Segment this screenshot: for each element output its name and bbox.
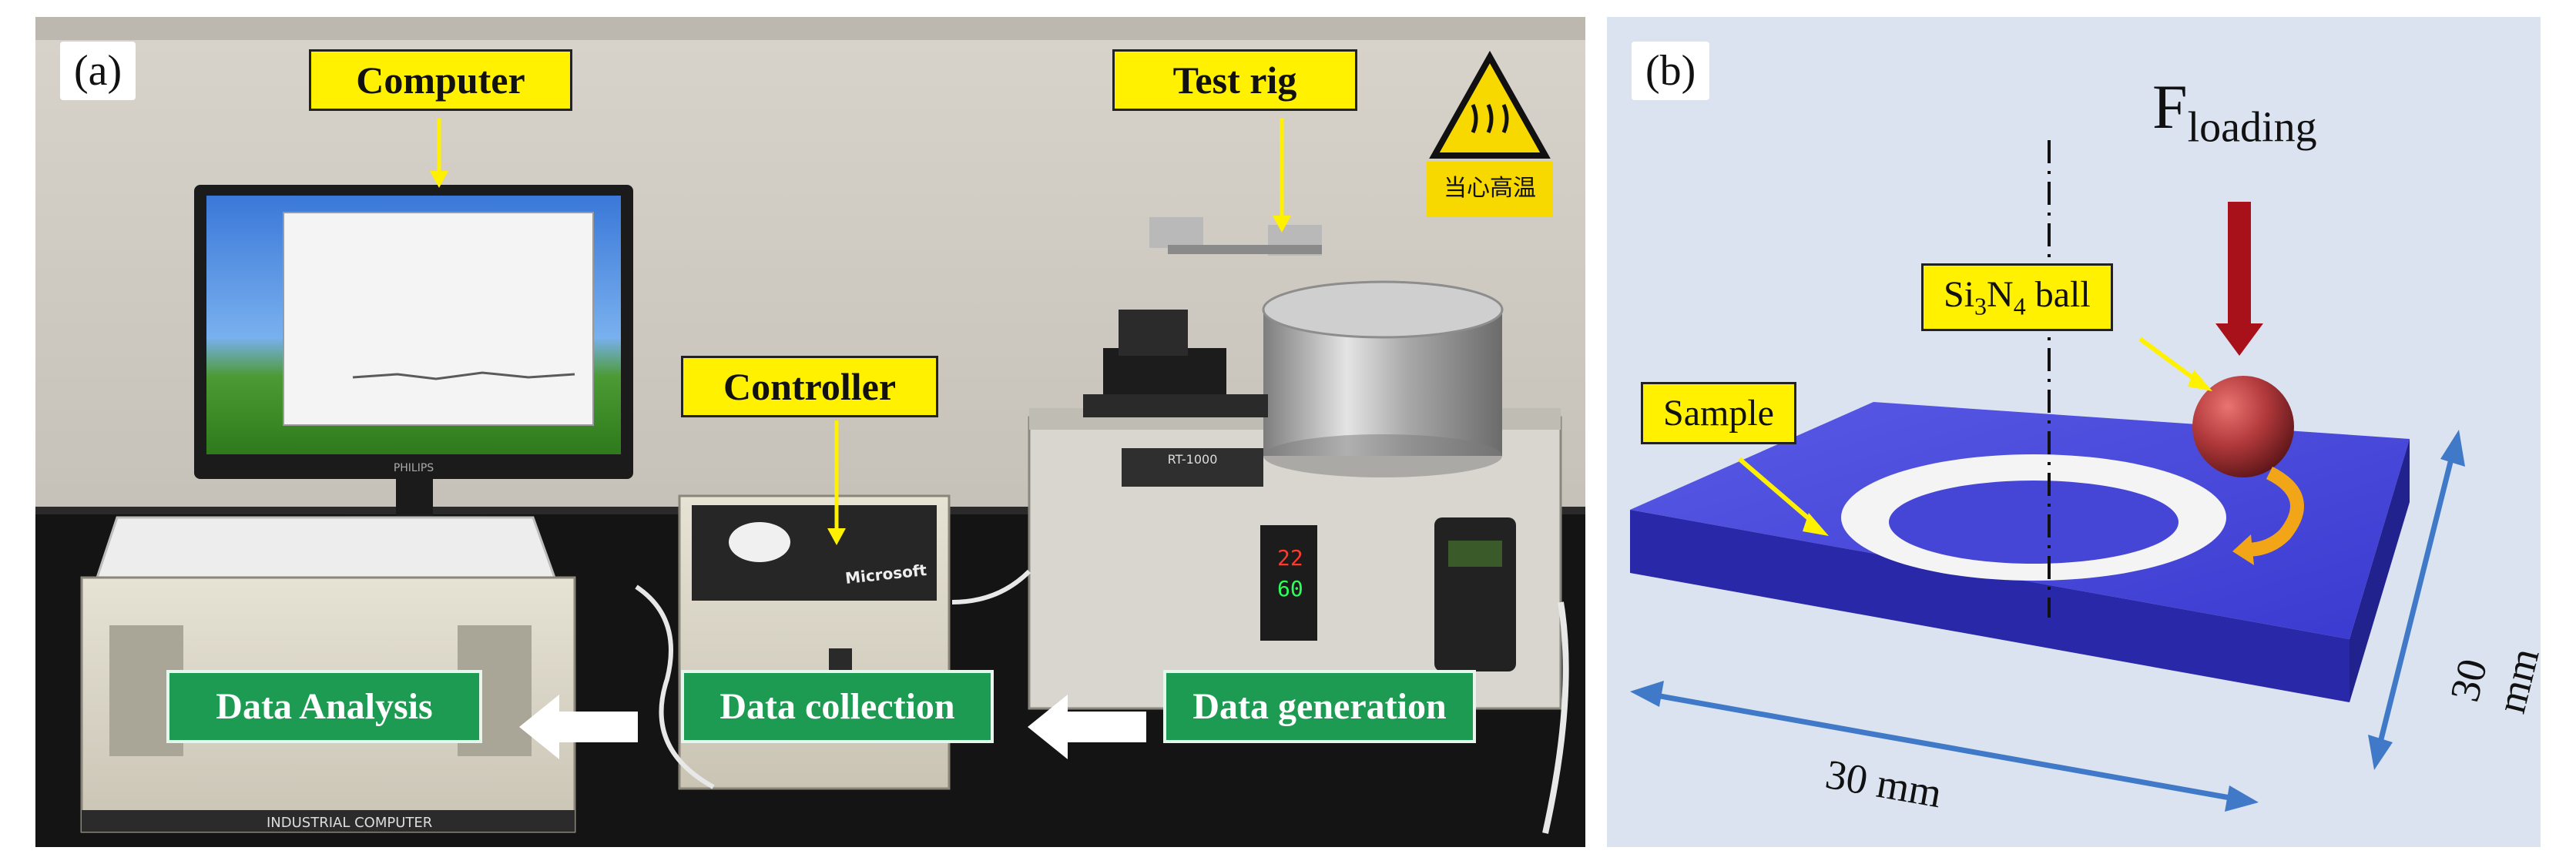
dimension-arrows <box>1630 430 2465 812</box>
test-rig: RT-1000 22 60 <box>1028 217 1562 710</box>
data-collection-label: Data collection <box>681 670 994 743</box>
callout-pointers-b <box>1738 337 2212 536</box>
wear-test-schematic <box>1630 140 2465 812</box>
force-arrow-shaft <box>2228 202 2251 325</box>
panel-a-photo: 当心高温 PHILIPS INDUSTRIAL COMPUTER Micros <box>35 17 1585 847</box>
panel-a-label: (a) <box>60 42 136 100</box>
monitor: PHILIPS <box>194 185 633 533</box>
temperature-controller <box>1260 525 1317 641</box>
data-generation-label: Data generation <box>1163 670 1476 743</box>
ball-label: Si3N4 ball <box>1921 263 2113 331</box>
panel-b-schematic: (b) Floading Si3N4 ball Sample 30 mm 30 … <box>1607 17 2541 847</box>
warning-sign-text: 当心高温 <box>1444 175 1536 202</box>
warning-sign: 当心高温 <box>1427 50 1553 217</box>
controller-unit: Microsoft <box>678 494 951 790</box>
flow-arrow-collection-to-analysis <box>519 695 638 759</box>
callout-pointers <box>430 119 1291 545</box>
rig-model: RT-1000 <box>1168 452 1218 467</box>
force-label: Floading <box>2152 72 2317 152</box>
keyboard <box>95 516 557 579</box>
test-rig-label: Test rig <box>1112 49 1357 111</box>
monitor-brand: PHILIPS <box>394 462 434 474</box>
computer-label: Computer <box>309 49 572 111</box>
panel-b-label: (b) <box>1632 42 1710 100</box>
data-analysis-label: Data Analysis <box>166 670 482 743</box>
svg-text:22: 22 <box>1277 545 1303 571</box>
sample-side-face <box>2350 439 2410 702</box>
rotation-arrow <box>2246 466 2304 557</box>
svg-text:60: 60 <box>1277 576 1303 601</box>
sample-front-face <box>1630 510 2350 702</box>
pc-label: INDUSTRIAL COMPUTER <box>267 815 432 831</box>
controller-label: Controller <box>681 356 938 417</box>
si3n4-ball <box>2192 376 2294 477</box>
mouse <box>729 522 790 562</box>
sample-label: Sample <box>1641 382 1796 444</box>
flow-arrow-generation-to-collection <box>1028 695 1146 759</box>
force-arrow-head <box>2215 323 2263 356</box>
